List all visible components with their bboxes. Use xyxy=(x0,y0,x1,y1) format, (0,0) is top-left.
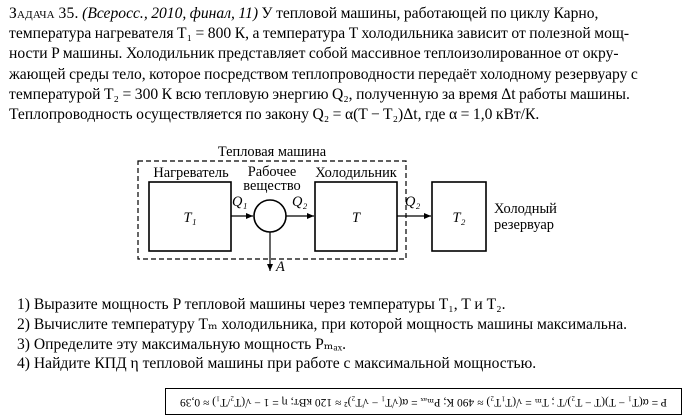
problem-line-6: Теплопроводность осуществляется по закон… xyxy=(9,106,540,124)
heater-label: Нагреватель xyxy=(153,165,229,181)
machine-title: Тепловая машина xyxy=(218,144,327,160)
reservoir-label-1: Холодный xyxy=(494,201,557,217)
reservoir-box xyxy=(431,181,487,252)
problem-source: (Всеросс., 2010, финал, 11) xyxy=(82,5,259,22)
answer-box: P = α(T₁ − T)(T − T₂)/T ; Tₘ = √(T₁T₂) ≈… xyxy=(165,388,682,415)
problem-line-1-rest: У тепловой машины, работающей по циклу К… xyxy=(261,5,599,22)
heater-box xyxy=(148,181,232,252)
heat-flow-q2-inner-label: Q₂ xyxy=(292,194,307,210)
question-2: 2) Вычислите температуру Tₘ холодильника… xyxy=(17,315,628,333)
working-substance-label-2: вещество xyxy=(243,178,301,194)
question-3: 3) Определите эту максимальную мощность … xyxy=(17,335,347,353)
work-output-label: A xyxy=(275,259,285,275)
question-4: 4) Найдите КПД η тепловой машины при раб… xyxy=(17,355,537,373)
problem-line-5: температурой T₂ = 300 К всю тепловую эне… xyxy=(9,85,630,103)
heat-flow-q1-label: Q₁ xyxy=(232,194,247,210)
problem-label: Задача 35. xyxy=(9,5,79,22)
heat-flow-q2-outer-label: Q₂ xyxy=(405,194,420,210)
problem-line-4: жающей среды тело, которое посредством т… xyxy=(9,65,638,83)
working-substance-label-1: Рабочее xyxy=(248,164,297,180)
cooler-label: Холодильник xyxy=(315,165,397,181)
problem-statement: Задача 35. (Всеросс., 2010, финал, 11) У… xyxy=(9,4,681,125)
answer-text-upside-down: P = α(T₁ − T)(T − T₂)/T ; Tₘ = √(T₁T₂) ≈… xyxy=(180,396,667,408)
problem-line-3: ности P машины. Холодильник представляет… xyxy=(9,45,619,63)
cooler-temperature: T xyxy=(352,210,361,226)
questions-list: 1) Выразите мощность P тепловой машины ч… xyxy=(17,295,627,374)
cooler-box xyxy=(314,181,398,252)
problem-line-1: Задача 35. (Всеросс., 2010, финал, 11) У… xyxy=(9,4,681,24)
working-substance-circle xyxy=(253,199,287,233)
reservoir-temperature: T₂ xyxy=(452,210,465,226)
question-1: 1) Выразите мощность P тепловой машины ч… xyxy=(17,296,506,313)
problem-line-2: температура нагревателя T₁ = 800 К, а те… xyxy=(9,25,630,43)
machine-dashed-border xyxy=(137,160,407,260)
heater-temperature: T₁ xyxy=(183,210,196,226)
reservoir-label-2: резервуар xyxy=(494,217,554,233)
